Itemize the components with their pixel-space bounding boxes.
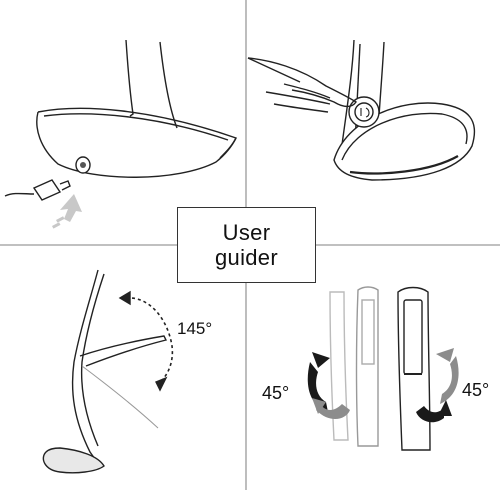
- insert-hint-arrow-icon: [51, 194, 82, 229]
- plug-tip: [59, 180, 71, 191]
- panel-tilt-angle: [42, 269, 174, 474]
- lamp-stand-outline: [71, 269, 101, 467]
- lamp-ghost-middle-panel: [361, 299, 375, 365]
- lamp-front-panel: [403, 299, 423, 375]
- hand-palm: [247, 57, 301, 83]
- lamp-base-dish-rim: [341, 112, 468, 161]
- touch-button-ring: [348, 96, 380, 128]
- tilt-arc-arrow-icon: [125, 297, 174, 385]
- lamp-base-body: [36, 111, 237, 178]
- user-guide-title-box: User guider: [177, 207, 316, 283]
- hand-fingers: [265, 83, 331, 113]
- power-port-hole: [80, 162, 86, 168]
- lamp-arm-rear: [125, 39, 134, 117]
- panel-rotation: [329, 286, 431, 451]
- lamp-arm-front: [159, 41, 178, 129]
- title-line-2: guider: [215, 245, 278, 270]
- panel-touch-button: [247, 39, 476, 181]
- power-cable: [4, 192, 35, 197]
- tilt-angle-label: 145°: [177, 319, 213, 338]
- rotate-right-angle-label: 45°: [462, 380, 490, 400]
- power-plug: [32, 179, 62, 201]
- title-line-1: User: [222, 220, 271, 245]
- lamp-base-rim: [43, 113, 229, 141]
- lamp-ghost-middle: [355, 286, 379, 447]
- rotate-left-angle-label: 45°: [262, 383, 290, 403]
- lamp-front: [397, 286, 431, 451]
- hand-index-finger: [247, 57, 357, 108]
- lamp-base-shadow: [349, 155, 459, 175]
- lamp-head-ghost: [81, 365, 159, 429]
- lamp-base-foot: [42, 447, 105, 474]
- tilt-arrowhead-top: [118, 290, 131, 306]
- lamp-head-tilted: [79, 335, 168, 367]
- touch-button-icon: [354, 102, 374, 122]
- power-symbol-icon: [360, 107, 370, 118]
- lamp-ghost-left: [329, 291, 349, 441]
- lamp-stand-outline-inner: [80, 273, 105, 447]
- rotate-right-arrow-icon: [416, 348, 459, 423]
- tilt-arrowhead-bottom: [155, 376, 168, 392]
- rotate-left-arrow-icon: [307, 352, 350, 420]
- panel-power-connection: [4, 39, 237, 201]
